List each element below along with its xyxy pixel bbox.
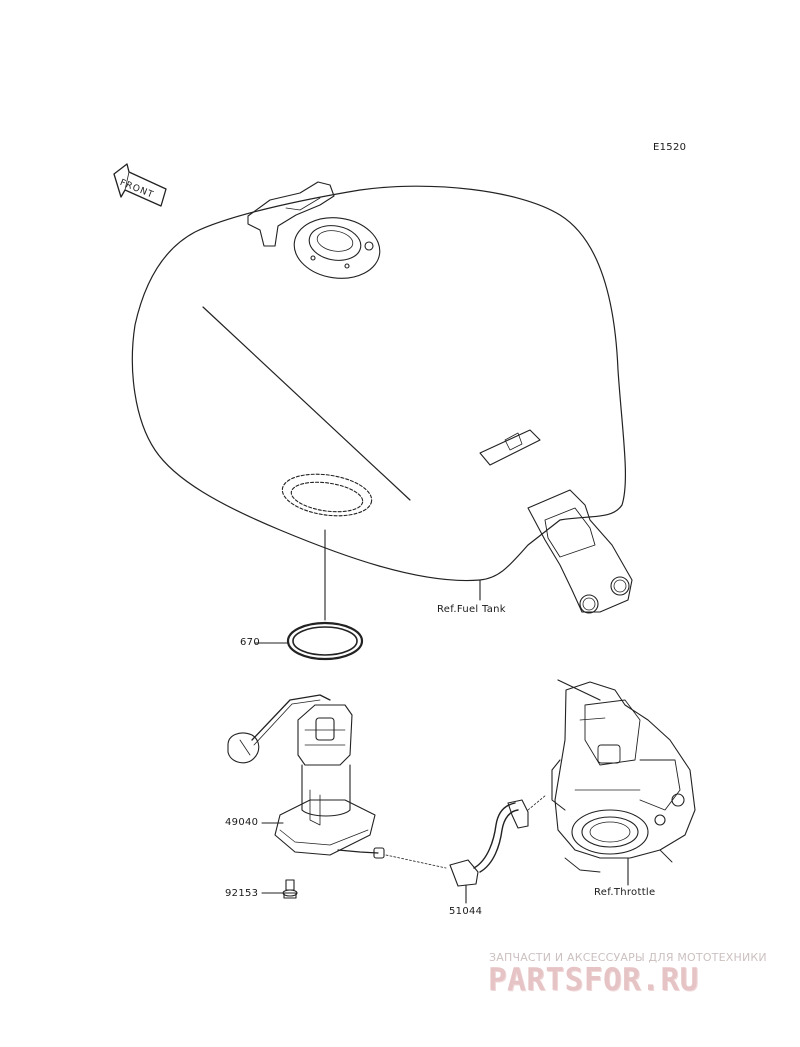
watermark-caption: ЗАПЧАСТИ И АКСЕССУАРЫ ДЛЯ МОТОТЕХНИКИ [489,951,767,964]
ref-fuel-tank-label: Ref.Fuel Tank [437,604,506,615]
diagram-code: E1520 [653,142,687,153]
part-number-49040: 49040 [225,817,259,828]
pump-opening-dashed [281,473,373,517]
tank-bracket-small [479,429,541,466]
fuel-tank-outline [131,185,627,582]
throttle-body [551,679,696,873]
screw-bolt [282,879,298,899]
ref-throttle-label: Ref.Throttle [594,887,656,898]
front-arrow-icon [113,163,167,207]
part-number-670: 670 [240,637,260,648]
filler-neck [247,181,381,279]
part-number-51044: 51044 [449,906,483,917]
tank-bracket-rear [527,489,633,614]
fuel-hose [385,794,547,887]
watermark-brand: PARTSFOR.RU [488,962,699,998]
gasket-ring [286,621,364,661]
part-number-92153: 92153 [225,888,259,899]
fuel-pump-assembly [227,694,385,859]
